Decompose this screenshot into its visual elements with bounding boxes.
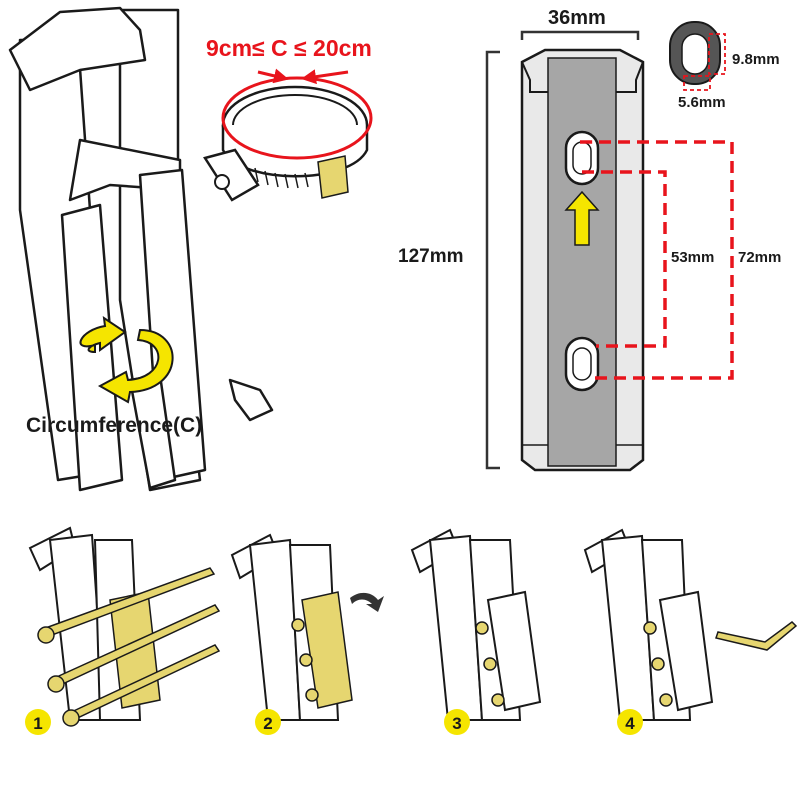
step-badge-3 (444, 709, 470, 735)
height-dimension (485, 50, 500, 470)
clamp-range-label: 9cm≤ C ≤ 20cm (206, 35, 372, 61)
direction-up-arrow-icon (564, 190, 600, 246)
slot-spacing-dimensions (580, 140, 734, 380)
width-dimension (520, 30, 640, 40)
step-4-number: 4 (625, 714, 635, 733)
slot-detail (669, 21, 726, 91)
step-badge-2 (255, 709, 281, 735)
step-2-number: 2 (263, 714, 272, 733)
step-3-number: 3 (452, 714, 461, 733)
circumference-label: Circumference(C) (26, 414, 202, 437)
step-badge-4 (617, 709, 643, 735)
step-1-number: 1 (33, 714, 42, 733)
step-badge-1 (25, 709, 51, 735)
width-label: 36mm (548, 7, 606, 29)
step-2-illustration (230, 533, 384, 721)
step-1-illustration (28, 526, 221, 727)
rotate-arrow-icon (350, 592, 384, 612)
suspension-fork-illustration (8, 6, 274, 492)
height-label: 127mm (398, 246, 464, 267)
spacing-inner-label: 53mm (671, 249, 714, 266)
clamp-arrow-right-icon (301, 69, 349, 85)
spacing-outer-label: 72mm (738, 249, 781, 266)
step-4-illustration (583, 528, 798, 721)
mount-plate (520, 48, 645, 472)
hex-key-icon (715, 621, 798, 651)
clamp-arrow-left-icon (257, 68, 289, 84)
slot-height-label: 9.8mm (732, 51, 780, 68)
hose-clamp-illustration (203, 76, 373, 202)
step-badges: 1 2 3 4 (25, 709, 643, 735)
circumference-arrow-icon (79, 315, 174, 404)
slot-width-label: 5.6mm (678, 94, 726, 111)
step-3-illustration (410, 528, 542, 721)
